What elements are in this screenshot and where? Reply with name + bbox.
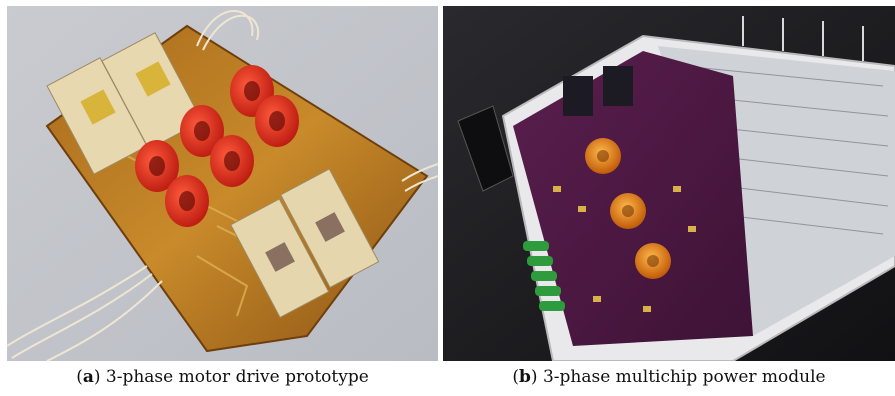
caption-b-label: b (519, 367, 531, 387)
caption-a: (a) 3-phase motor drive prototype (76, 367, 369, 387)
caption-a-text: 3-phase motor drive prototype (105, 367, 369, 387)
photo-motor-drive-prototype (7, 6, 438, 361)
caption-b: (b) 3-phase multichip power module (512, 367, 826, 387)
photo-multichip-power-module (443, 6, 895, 361)
caption-b-text: 3-phase multichip power module (542, 367, 826, 387)
caption-a-label: a (82, 367, 94, 387)
